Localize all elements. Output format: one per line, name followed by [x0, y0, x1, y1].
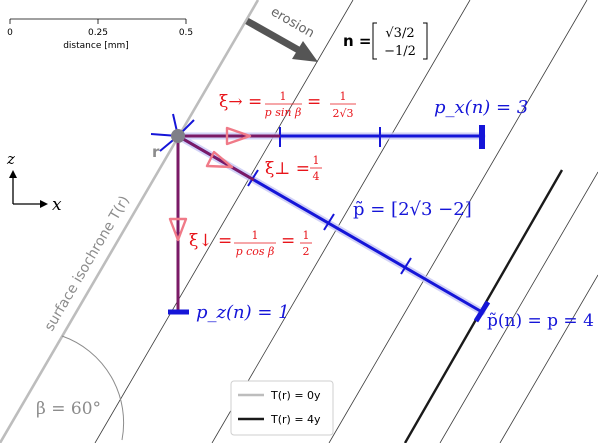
xi-down-num: 1	[303, 229, 310, 242]
z-axis-label: z	[6, 150, 15, 168]
xi-perp-num: 1	[313, 154, 320, 167]
normal-vector: n = √3/2 −1/2	[343, 22, 428, 60]
p-tilde-tick-3	[400, 257, 412, 275]
scalebar-tick-0: 0	[7, 28, 13, 38]
legend: T(r) = 0y T(r) = 4y	[230, 380, 334, 436]
point-label: r	[152, 143, 160, 161]
xi-perp-head: ξ⊥ =	[265, 159, 310, 179]
xi-perp-vector	[177, 134, 255, 182]
xi-down-label: ξ↓ = 1 p cos β = 1 2	[189, 229, 312, 258]
scalebar-tick-1: 0.25	[88, 28, 108, 38]
xi-down-frac1-num: 1	[252, 229, 259, 242]
normal-lhs: n =	[343, 32, 371, 50]
legend-label-1: T(r) = 4y	[270, 413, 321, 426]
xi-down-den: 2	[303, 245, 310, 258]
xi-perp-den: 4	[313, 170, 320, 183]
xi-down-eq: =	[281, 231, 295, 251]
axes-indicator	[12, 174, 44, 205]
point-r	[171, 129, 185, 143]
xi-perp-arrow-icon	[205, 150, 234, 169]
xi-down-frac1-den: p cos β	[236, 245, 275, 258]
scalebar-tick-2: 0.5	[179, 28, 193, 38]
isochrone-line-4	[439, 171, 598, 443]
isochrone-line-3	[328, 0, 588, 443]
xi-right-frac2-den: 2√3	[332, 107, 353, 120]
xi-right-frac2-num: 1	[340, 90, 347, 103]
scalebar	[9, 18, 187, 24]
p-tilde-end-tick	[473, 300, 491, 323]
normal-row-1: √3/2	[385, 26, 414, 41]
xi-perp-label: ξ⊥ = 1 4	[265, 154, 322, 183]
x-axis-label: x	[52, 195, 62, 215]
p-tilde-vector-label: p̃ = [2√3 −2]	[353, 199, 472, 220]
legend-label-0: T(r) = 0y	[270, 389, 321, 402]
xi-right-frac1-num: 1	[280, 90, 287, 103]
xi-down-arrow-icon	[168, 217, 188, 242]
normal-row-2: −1/2	[384, 44, 416, 59]
xi-down-head: ξ↓ =	[189, 231, 232, 251]
px-label: p_x(n) = 3	[434, 97, 528, 118]
p-tilde-tick-2	[323, 213, 335, 231]
x-arrow-head	[40, 200, 48, 208]
pz-label: p_z(n) = 1	[196, 302, 290, 323]
isochrone-lines	[94, 0, 598, 443]
beta-arc	[61, 335, 125, 441]
xi-right-frac1-den: p sin β	[265, 106, 302, 119]
beta-label: β = 60°	[36, 399, 101, 419]
xi-right-head: ξ→ =	[219, 92, 262, 112]
erosion-arrow	[245, 17, 318, 62]
xi-right-eq: =	[307, 92, 321, 112]
p-tilde-norm-label: p̃(n) = p = 4	[487, 311, 594, 331]
z-arrow-head	[9, 170, 17, 178]
isochrone-line-2	[211, 0, 471, 443]
surface-isochrone-line	[0, 0, 260, 443]
isochrone-line-5	[499, 274, 598, 443]
xi-right-arrow-icon	[225, 126, 252, 146]
isochrone-line-1	[94, 0, 354, 443]
xi-right-label: ξ→ = 1 p sin β = 1 2√3	[219, 90, 356, 120]
scalebar-label: distance [mm]	[63, 41, 129, 51]
